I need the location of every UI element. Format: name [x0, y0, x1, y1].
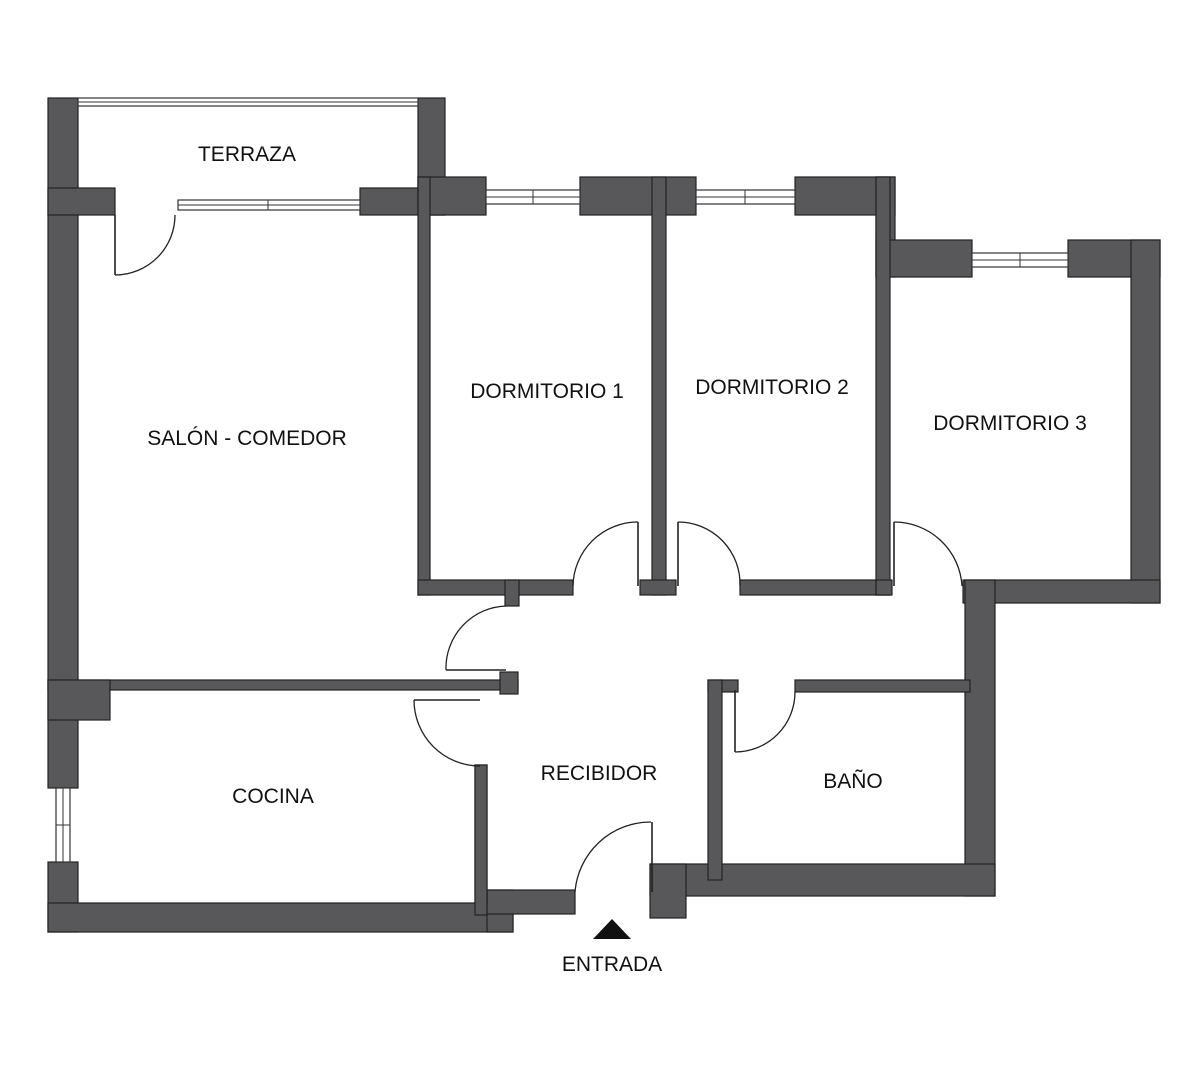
label-dormitorio-2: DORMITORIO 2	[695, 376, 849, 399]
door-entrada	[574, 821, 653, 893]
wall-bano-top	[794, 679, 971, 693]
wall-top-dorm3-a	[875, 239, 973, 278]
window-dormitorio-3	[971, 252, 1069, 268]
label-bano: BAÑO	[823, 769, 883, 793]
label-entrada: ENTRADA	[562, 953, 662, 976]
wall-dorm1-left	[417, 176, 431, 596]
doors	[114, 214, 963, 893]
wall-right-step	[962, 579, 1161, 604]
wall-dorm1-right	[651, 176, 667, 596]
wall-dorm1-bottom	[417, 579, 574, 596]
label-cocina: COCINA	[232, 785, 314, 808]
door-salon	[445, 605, 507, 671]
wall-bottom-bano	[649, 863, 996, 897]
window-dormitorio-1	[485, 189, 581, 205]
window-salon	[177, 199, 361, 211]
walls	[47, 97, 1161, 933]
label-terraza: TERRAZA	[198, 143, 296, 166]
window-terraza	[77, 97, 419, 107]
label-salon-comedor: SALÓN - COMEDOR	[147, 427, 347, 450]
wall-right-outer	[1130, 239, 1161, 604]
wall-dorm3-bottom-left	[875, 579, 893, 596]
wall-bottom-step-2	[486, 889, 576, 915]
label-dormitorio-3: DORMITORIO 3	[933, 412, 1087, 435]
door-terraza	[114, 214, 176, 276]
door-dormitorio-2	[677, 521, 741, 587]
wall-dorm2-right	[875, 176, 891, 596]
door-cocina	[413, 699, 481, 767]
wall-bottom-cocina	[47, 902, 514, 933]
label-dormitorio-1: DORMITORIO 1	[470, 380, 624, 403]
room-labels: TERRAZA SALÓN - COMEDOR DORMITORIO 1 DOR…	[147, 143, 1087, 808]
triangle-up-icon	[593, 919, 631, 939]
entrance-marker: ENTRADA	[562, 919, 662, 976]
window-cocina	[55, 787, 71, 863]
wall-salon-cocina	[47, 679, 519, 691]
door-dormitorio-3	[893, 521, 963, 587]
wall-cocina-top-left	[47, 679, 111, 721]
window-dormitorio-2	[695, 189, 796, 205]
wall-dorm1-stub	[504, 579, 520, 607]
wall-dorm2-bottom	[739, 579, 891, 596]
label-recibidor: RECIBIDOR	[541, 762, 658, 785]
door-dormitorio-1	[572, 521, 639, 587]
wall-bano-left	[707, 679, 723, 881]
wall-terraza-bottom-left	[47, 187, 116, 216]
wall-dorm1-bottom-right	[639, 579, 677, 596]
wall-cocina-top-end	[499, 671, 519, 695]
wall-top-dorm1-b	[579, 176, 697, 216]
windows	[55, 97, 1069, 863]
wall-bottom-entry-right	[649, 863, 687, 919]
wall-right-lower	[964, 579, 996, 897]
wall-recibidor-left	[474, 764, 488, 916]
door-bano	[734, 690, 796, 753]
